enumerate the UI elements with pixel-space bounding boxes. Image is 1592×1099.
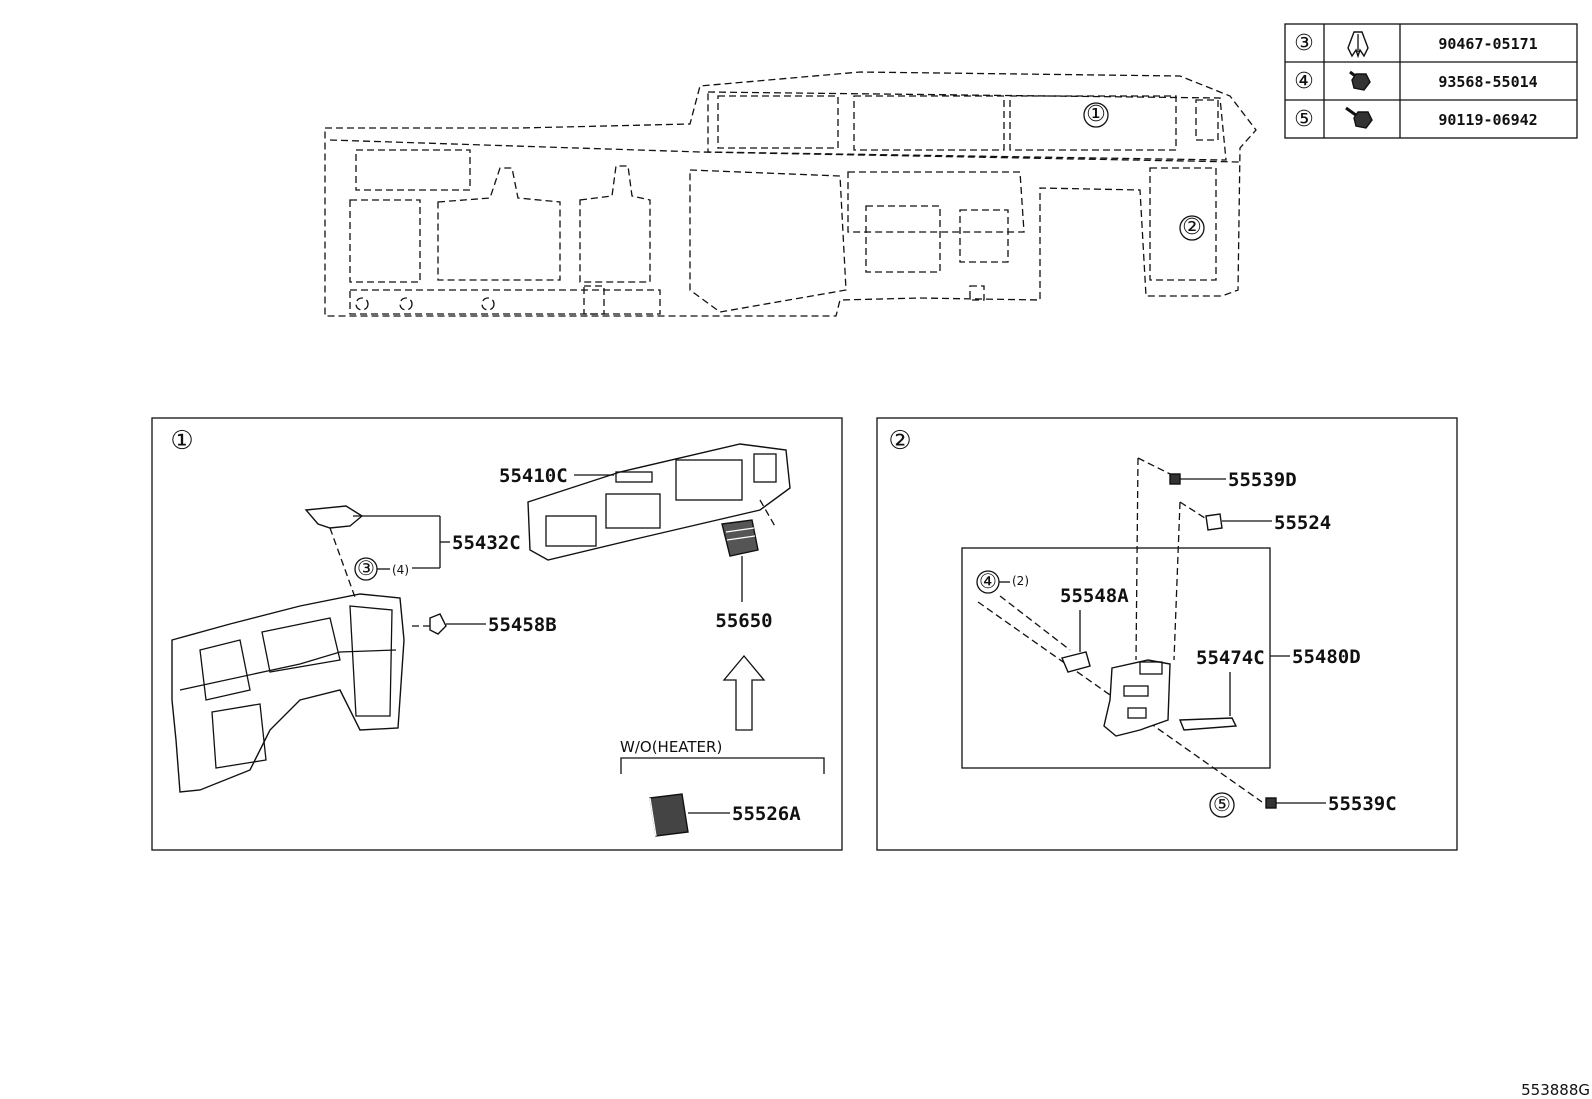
part-55432c: 55432C bbox=[452, 532, 521, 554]
duct-55410c bbox=[527, 443, 791, 561]
note-wo-heater: W/O(HEATER) bbox=[620, 738, 722, 756]
part-55526a: 55526A bbox=[732, 803, 801, 825]
panel-2-bolt-qty: (2) bbox=[1012, 574, 1029, 588]
panel-2-screw-ref: ⑤ bbox=[1213, 792, 1231, 816]
nut-55539c bbox=[1265, 797, 1277, 809]
panel-1-ref: ① bbox=[170, 426, 193, 456]
clip-icon bbox=[1347, 31, 1369, 59]
instrument-panel-overview: ① ② bbox=[324, 71, 1257, 317]
panel-2-ref: ② bbox=[888, 426, 911, 456]
part-55548a: 55548A bbox=[1060, 585, 1129, 607]
instrument-panel-section bbox=[171, 593, 405, 793]
fastener-table: ③ ④ ⑤ 90467-05171 93568-55014 90119-0694… bbox=[1284, 23, 1578, 139]
overview-callout-1 bbox=[1083, 102, 1109, 128]
diagram-code: 553888G bbox=[1521, 1081, 1590, 1099]
vent-55650 bbox=[721, 519, 759, 557]
clip-55548a bbox=[1061, 651, 1091, 673]
panel-1-clip-qty: (4) bbox=[392, 563, 409, 577]
panel-2-screw-callout bbox=[1209, 792, 1235, 818]
panel-1-clip-ref: ③ bbox=[357, 556, 375, 580]
overview-callout-1-label: ① bbox=[1086, 102, 1106, 127]
table-part-90119-06942: 90119-06942 bbox=[1438, 111, 1537, 129]
overview-callout-2-label: ② bbox=[1182, 215, 1202, 240]
part-55410c: 55410C bbox=[499, 465, 568, 487]
bracket-55432c bbox=[304, 505, 364, 529]
note-bracket bbox=[620, 757, 825, 774]
assembly-box-55480d bbox=[961, 547, 1271, 769]
detail-panel-1: ① 55410C 55432C ③ bbox=[151, 417, 843, 851]
table-part-90467-05171: 90467-05171 bbox=[1438, 35, 1537, 53]
part-55480d: 55480D bbox=[1292, 646, 1361, 668]
plug-55524 bbox=[1205, 513, 1223, 531]
clip-55458b bbox=[429, 613, 447, 635]
panel-2-bolt-ref: ④ bbox=[979, 569, 997, 593]
table-ref-4: ④ bbox=[1294, 69, 1314, 94]
bolt-icon bbox=[1349, 70, 1371, 91]
strip-55474c bbox=[1178, 717, 1238, 731]
bracket-assembly bbox=[1103, 659, 1171, 737]
part-55650: 55650 bbox=[715, 610, 772, 632]
part-55458b: 55458B bbox=[488, 614, 557, 636]
table-part-93568-55014: 93568-55014 bbox=[1438, 73, 1537, 91]
nut-55539d bbox=[1169, 473, 1181, 485]
part-55474c: 55474C bbox=[1196, 647, 1265, 669]
part-55524: 55524 bbox=[1274, 512, 1331, 534]
plug-55526a bbox=[649, 793, 689, 837]
part-55539d: 55539D bbox=[1228, 469, 1297, 491]
table-ref-5: ⑤ bbox=[1294, 107, 1314, 132]
overview-callout-2 bbox=[1179, 215, 1205, 241]
arrow-up-icon bbox=[722, 654, 766, 731]
detail-panel-2: ② 55480D 55539D 55524 ④ (2) bbox=[876, 417, 1458, 851]
screw-icon bbox=[1345, 106, 1373, 129]
part-55539c: 55539C bbox=[1328, 793, 1397, 815]
table-ref-3: ③ bbox=[1294, 31, 1314, 56]
